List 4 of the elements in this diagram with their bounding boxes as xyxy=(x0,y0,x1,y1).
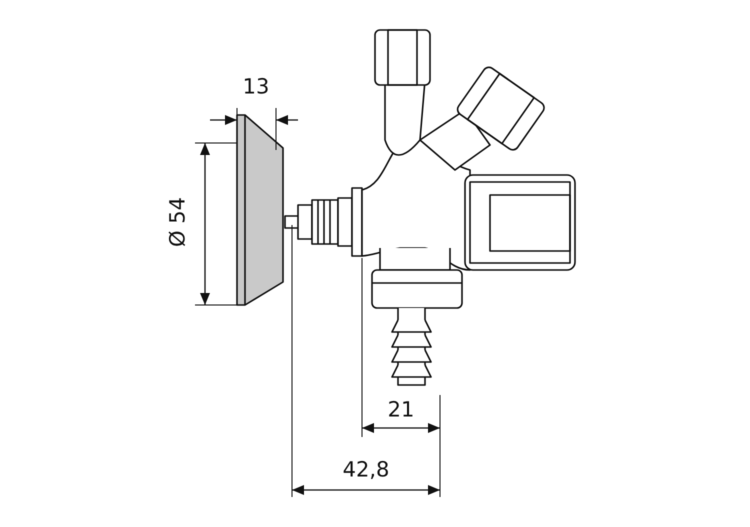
dimension-label: Ø 54 xyxy=(168,197,188,247)
dimension-label: 42,8 xyxy=(342,460,390,480)
dimension-label: 21 xyxy=(388,400,414,420)
dimension-label: 13 xyxy=(242,76,270,98)
